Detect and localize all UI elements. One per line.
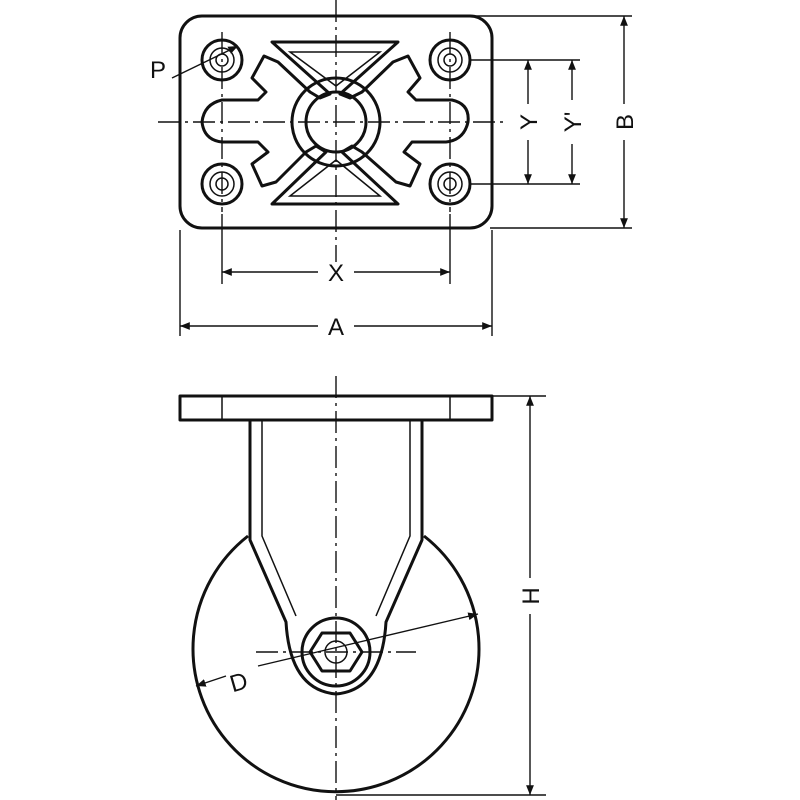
dimension-d-label: D xyxy=(227,667,251,698)
plate-inner-top-web xyxy=(287,51,383,87)
plate-inner-bottom-web xyxy=(287,159,383,197)
dimension-d-line-lower xyxy=(195,675,227,687)
dimension-h-label: H xyxy=(518,587,545,604)
dimension-y-prime-label: Y' xyxy=(560,112,587,133)
dimension-b-label: B xyxy=(612,114,639,130)
top-view-dimensions: X A Y Y' B P xyxy=(150,15,639,341)
dimension-a-label: A xyxy=(328,314,344,341)
plate-cross-relief xyxy=(200,40,470,206)
fork-inner-line xyxy=(261,420,411,617)
dimension-y-label: Y xyxy=(516,114,543,130)
dimension-p-label: P xyxy=(150,57,166,84)
wheel-outline xyxy=(191,534,481,794)
side-view-dimensions: H D xyxy=(195,395,546,796)
dimension-d-line-upper xyxy=(257,612,479,667)
dimension-p-leader xyxy=(171,45,239,79)
dimension-x-label: X xyxy=(328,260,344,287)
side-view-caster xyxy=(178,376,494,800)
top-view-plate xyxy=(158,0,505,262)
